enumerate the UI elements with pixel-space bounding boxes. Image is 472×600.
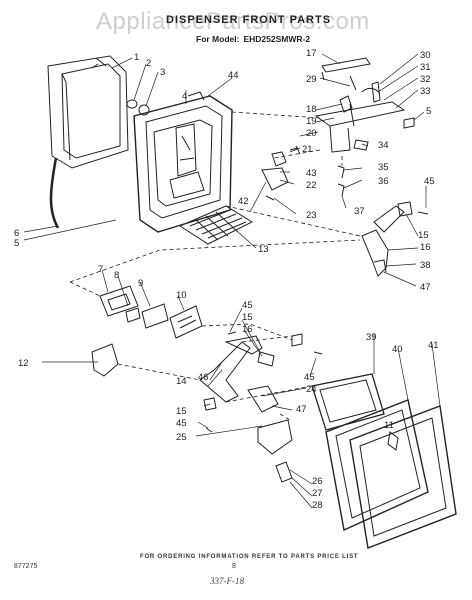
document-code: 877275 [14, 563, 38, 570]
callout-32: 32 [420, 74, 431, 85]
part-21 [271, 151, 287, 167]
callout-37: 37 [354, 206, 365, 217]
callout-15b: 15 [242, 312, 253, 323]
callout-11: 11 [384, 420, 394, 431]
part-34 [353, 139, 369, 151]
part-8 [125, 307, 141, 323]
diagram-title: DISPENSER FRONT PARTS [166, 14, 332, 26]
callout-44: 44 [228, 70, 239, 81]
callout-42: 42 [238, 196, 249, 207]
callout-31: 31 [420, 62, 431, 73]
part-housing [47, 55, 129, 229]
callout-4: 4 [182, 91, 187, 102]
callout-19: 19 [306, 116, 317, 127]
callout-24: 24 [306, 384, 317, 395]
callout-1: 1 [134, 52, 139, 63]
page-number: 8 [232, 563, 236, 570]
callout-17: 17 [306, 48, 317, 59]
model-line: For Model:EHD252SMWR-2 [196, 34, 310, 44]
callout-29: 29 [306, 74, 317, 85]
part-42-43 [261, 167, 289, 191]
part-actuator-lever [361, 205, 405, 277]
part-17 [321, 57, 371, 73]
callout-10: 10 [176, 290, 187, 301]
callout-23: 23 [306, 210, 317, 221]
callout-26: 26 [312, 476, 323, 487]
part-45-screw [417, 211, 429, 215]
callout-45b: 45 [242, 300, 253, 311]
callout-3: 3 [160, 67, 165, 78]
part-25 [257, 419, 293, 455]
model-number: EHD252SMWR-2 [243, 34, 311, 44]
part-35-36 [337, 165, 345, 179]
callout-13: 13 [258, 244, 269, 255]
callout-8: 8 [114, 270, 119, 281]
callout-28: 28 [312, 500, 323, 511]
callout-2: 2 [146, 58, 151, 69]
part-26 [275, 461, 293, 483]
callout-30: 30 [420, 50, 431, 61]
part-switch-bracket [314, 81, 406, 153]
callout-21: 21 [302, 144, 313, 155]
part-15-16 [291, 333, 303, 347]
callout-7: 7 [98, 264, 103, 275]
callout-46: 46 [198, 372, 209, 383]
callout-33: 33 [420, 86, 431, 97]
callout-16b: 16 [242, 324, 253, 335]
callout-22: 22 [306, 180, 317, 191]
callout-5a: 5 [426, 106, 431, 117]
callout-27: 27 [312, 488, 323, 499]
ordering-note: FOR ORDERING INFORMATION REFER TO PARTS … [140, 554, 359, 560]
callout-16a: 16 [420, 242, 431, 253]
callout-25: 25 [176, 432, 187, 443]
part-5-screw [403, 117, 415, 129]
callout-9: 9 [138, 278, 143, 289]
callout-14: 14 [176, 376, 187, 387]
callout-45a: 45 [424, 176, 435, 187]
callout-45c: 45 [304, 372, 315, 383]
part-15b [203, 397, 217, 411]
callout-47a: 47 [420, 282, 431, 293]
callout-39: 39 [366, 332, 377, 343]
part-22-screw [265, 195, 275, 201]
callout-36: 36 [378, 176, 389, 187]
callout-41: 41 [428, 340, 439, 351]
part-drip-grille [178, 205, 254, 245]
part-door-40 [325, 399, 429, 532]
part-10 [169, 305, 203, 339]
callout-43: 43 [306, 168, 317, 179]
callout-38: 38 [420, 260, 431, 271]
callout-40: 40 [392, 344, 403, 355]
part-12 [91, 343, 119, 377]
model-label: For Model: [196, 34, 240, 44]
callout-15c: 15 [176, 406, 187, 417]
part-45-screw-c [313, 351, 323, 355]
callout-12: 12 [18, 358, 29, 369]
callout-35: 35 [378, 162, 389, 173]
watermark: AppliancePartsPros.com [96, 8, 370, 35]
part-door-41 [349, 405, 457, 549]
part-7 [99, 285, 139, 317]
callout-45d: 45 [176, 418, 187, 429]
part-washer-3 [138, 104, 150, 116]
callout-34: 34 [378, 140, 389, 151]
callout-15a: 15 [418, 230, 429, 241]
part-45-bracket [397, 201, 413, 217]
part-door-39 [311, 373, 385, 431]
callout-47b: 47 [296, 404, 307, 415]
callout-6: 6 [14, 228, 19, 239]
part-29 [349, 75, 357, 91]
part-lever-assembly [199, 335, 279, 413]
callout-20: 20 [306, 128, 317, 139]
callout-18: 18 [306, 104, 317, 115]
part-9 [141, 303, 169, 329]
part-45-screw-b [227, 331, 237, 335]
part-washer-2 [126, 99, 138, 109]
handwritten-note: 337-F-18 [210, 576, 244, 586]
part-dispenser-frame [133, 91, 233, 233]
callout-5b: 5 [14, 238, 19, 249]
